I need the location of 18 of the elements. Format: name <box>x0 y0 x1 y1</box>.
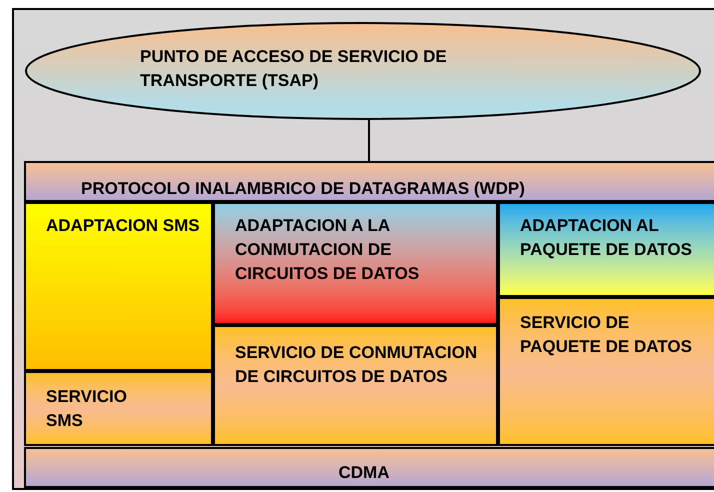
layer-box <box>24 371 213 446</box>
node-label: SERVICIO DE PAQUETE DE DATOS <box>519 312 693 358</box>
node-label: PUNTO DE ACCESO DE SERVICIO DE TRANSPORTE (TSAP) <box>139 46 448 92</box>
layer-box <box>498 202 714 297</box>
layer-box <box>213 325 498 446</box>
node-label: ADAPTACION AL PAQUETE DE DATOS <box>519 215 693 261</box>
layer-box <box>24 161 714 202</box>
node-label: PROTOCOLO INALAMBRICO DE DATAGRAMAS (WDP) <box>80 178 526 200</box>
connector-line <box>368 120 370 161</box>
node-label: ADAPTACION A LA CONMUTACION DE CIRCUITOS DE DATOS <box>234 215 420 285</box>
layer-box <box>24 447 714 488</box>
node-label: SERVICIO DE CONMUTACION DE CIRCUITOS DE DATOS <box>234 342 478 388</box>
layer-box <box>213 202 498 325</box>
layer-box <box>24 202 213 371</box>
node-label: CDMA <box>338 462 390 484</box>
layer-box <box>498 297 714 446</box>
node-label: ADAPTACION SMS <box>45 215 201 237</box>
node-label: SERVICIO SMS <box>45 386 128 432</box>
